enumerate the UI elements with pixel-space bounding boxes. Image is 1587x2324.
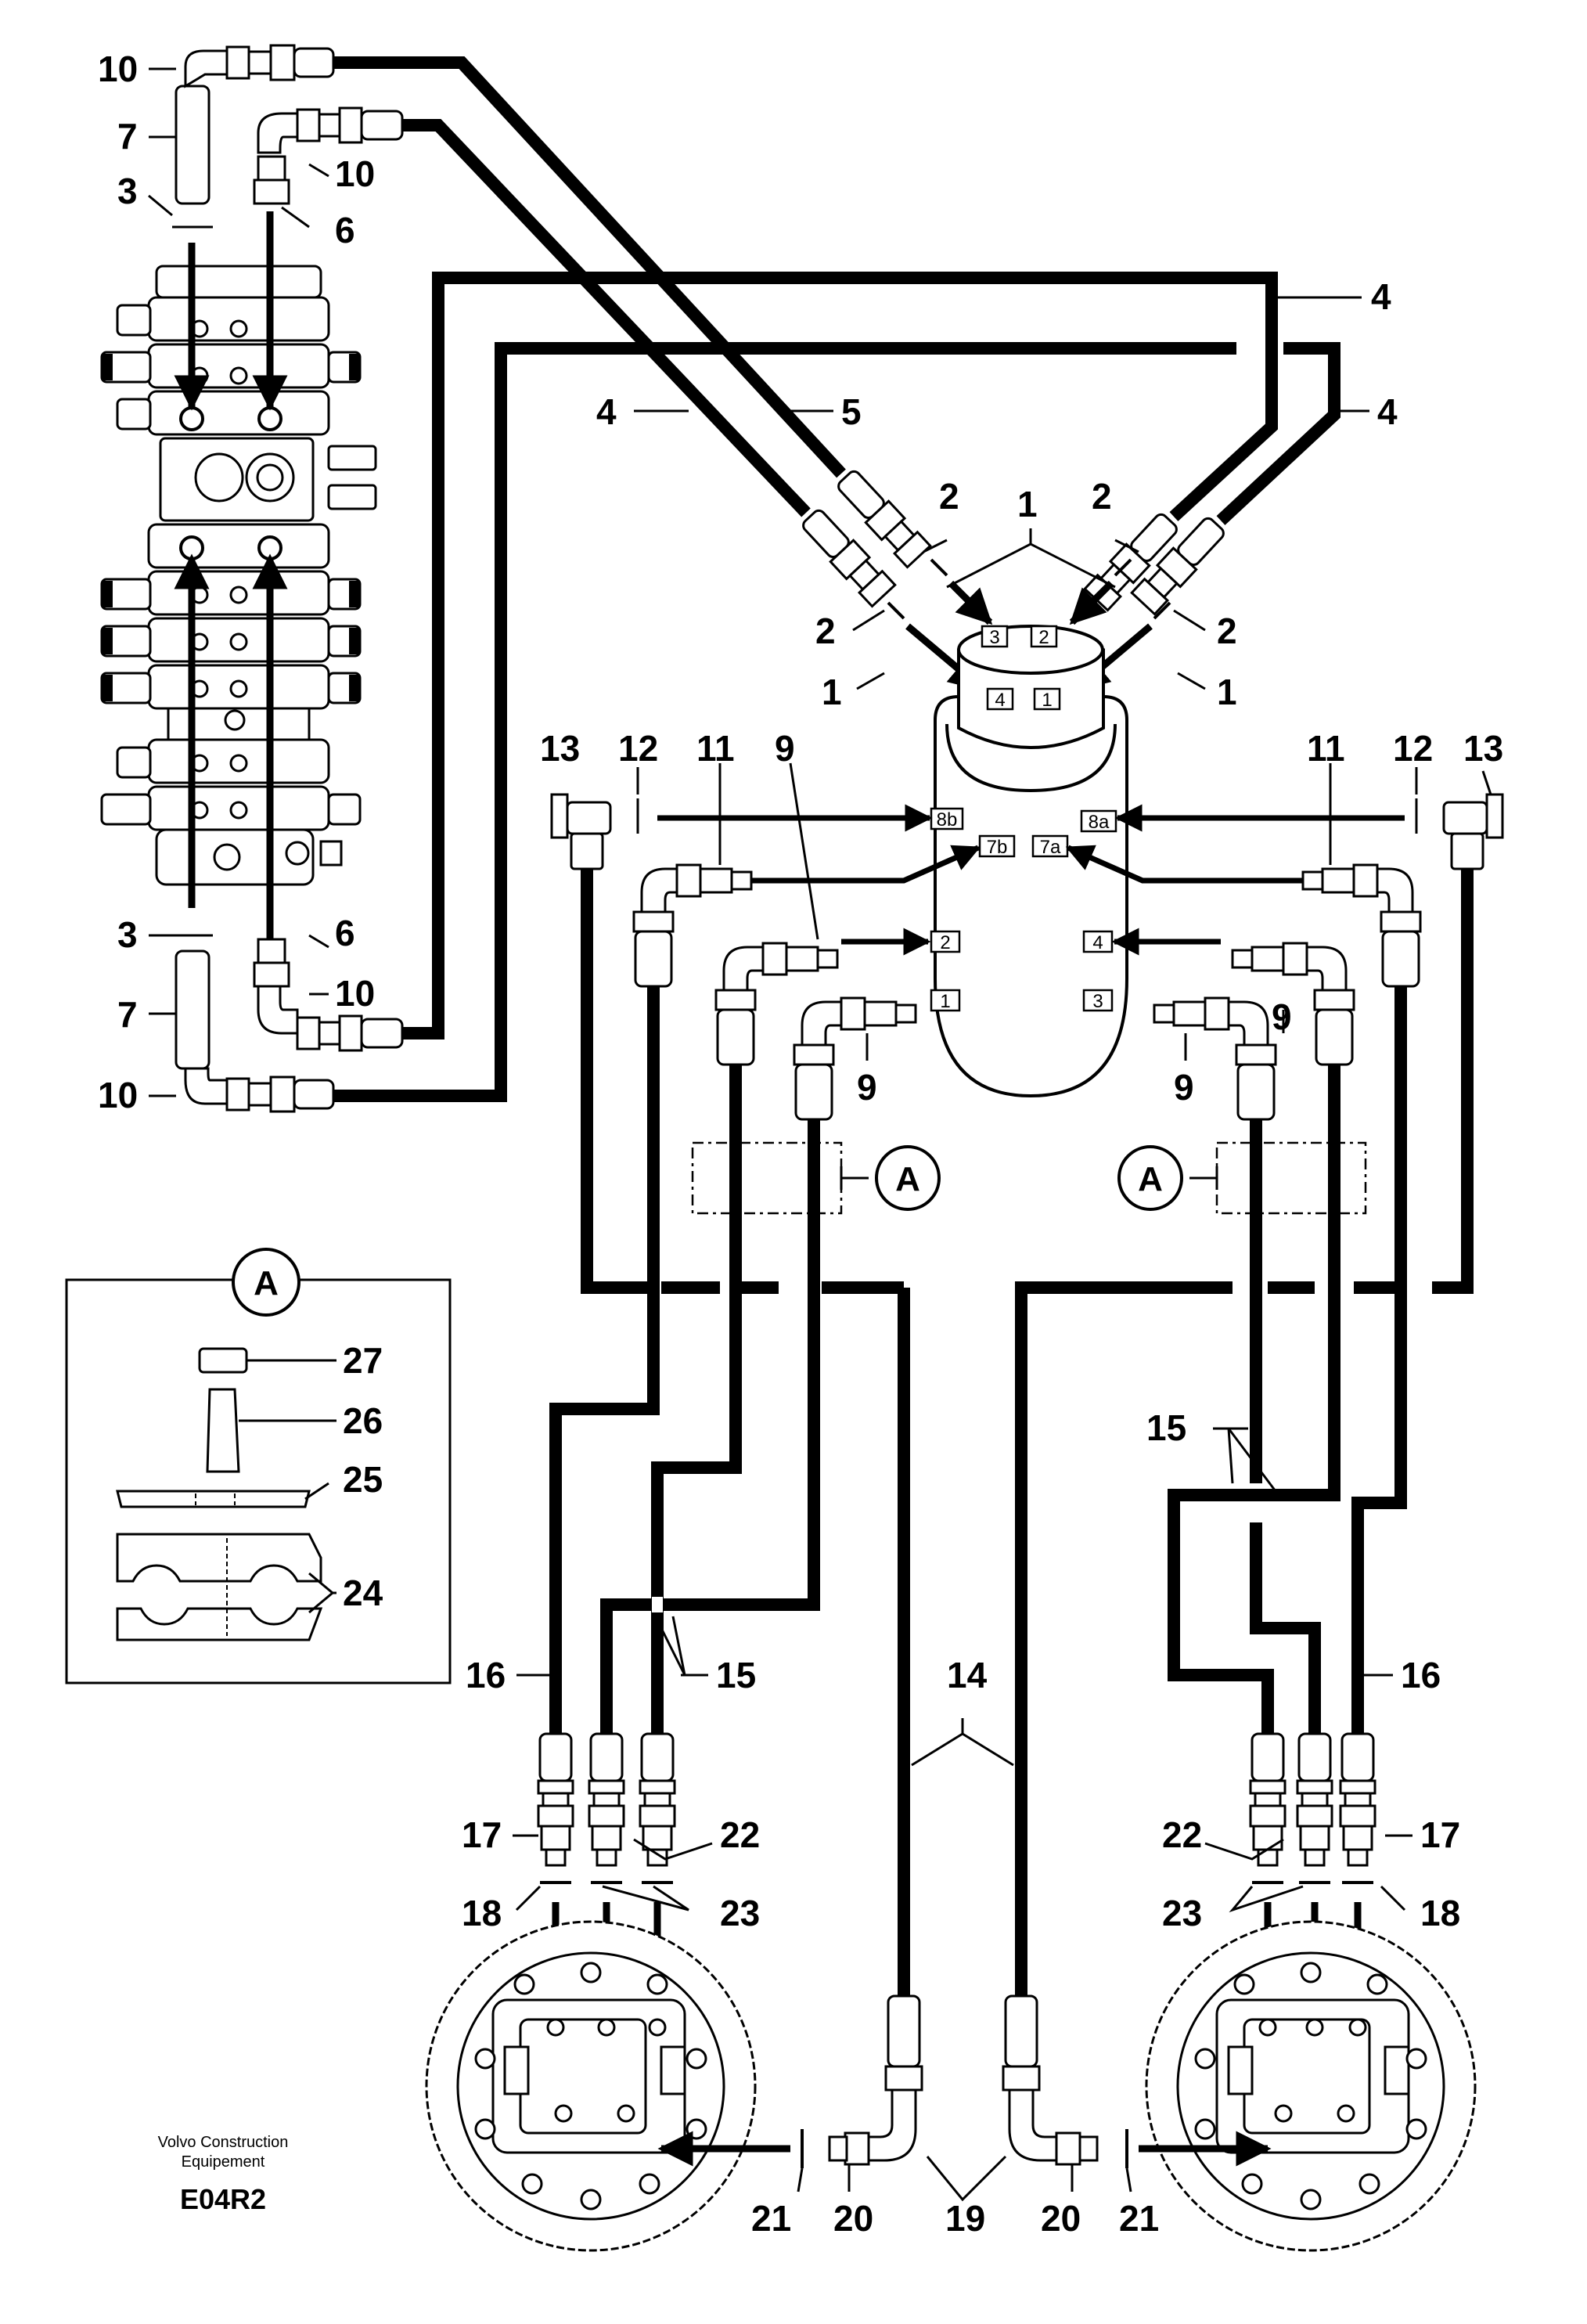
callout-label: 9: [1272, 996, 1292, 1037]
port-label: 7a: [1040, 837, 1061, 858]
control-valve: [100, 265, 377, 886]
callout-label: 10: [98, 1075, 138, 1115]
callout-label: 17: [462, 1814, 502, 1855]
callout-label: 13: [540, 728, 580, 769]
callout-label: 23: [720, 1893, 760, 1933]
callout-label: 22: [1162, 1814, 1202, 1855]
port-label: 8a: [1089, 812, 1110, 833]
callout-label: 20: [833, 2198, 873, 2239]
callout-label: 9: [1174, 1067, 1194, 1108]
detail-a-box: A: [65, 1248, 452, 1684]
callout-label: 10: [335, 153, 375, 194]
callout-label: 5: [841, 391, 862, 432]
port-label: 3: [989, 627, 999, 648]
port-label: 1: [1042, 690, 1052, 711]
callout-label: 18: [462, 1893, 502, 1933]
port-label: 4: [1092, 932, 1103, 953]
callout-label: 18: [1420, 1893, 1460, 1933]
detail-a-title: A: [254, 1264, 279, 1303]
callout-label: 1: [1017, 484, 1038, 524]
port-label: 2: [940, 932, 950, 953]
swivel-joint: [934, 625, 1128, 1098]
callout-label: 16: [466, 1655, 506, 1695]
callout-label: 11: [1307, 728, 1345, 769]
callout-label: 26: [343, 1400, 383, 1441]
detail-marker-left: A: [895, 1160, 920, 1198]
callout-label: 15: [1146, 1407, 1186, 1448]
maker-line-1: Volvo Construction: [158, 2134, 289, 2151]
port-label: 8b: [937, 809, 958, 831]
callout-label: 16: [1401, 1655, 1441, 1695]
port-label: 3: [1092, 991, 1103, 1012]
callout-label: 13: [1463, 728, 1503, 769]
callout-label: 7: [117, 116, 138, 157]
port-label: 2: [1038, 627, 1049, 648]
callout-label: 1: [1217, 672, 1237, 712]
callout-label: 3: [117, 171, 138, 211]
callout-label: 2: [939, 476, 959, 517]
callout-label: 14: [947, 1655, 988, 1695]
callout-label: 12: [1393, 728, 1433, 769]
callout-label: 22: [720, 1814, 760, 1855]
callout-label: 12: [618, 728, 658, 769]
port-label: 4: [995, 690, 1005, 711]
callout-label: 17: [1420, 1814, 1460, 1855]
callout-label: 2: [1217, 611, 1237, 651]
callout-label: 2: [815, 611, 836, 651]
callout-label: 25: [343, 1459, 383, 1500]
port-label: 1: [940, 991, 950, 1012]
callout-label: 10: [98, 49, 138, 89]
callout-label: 4: [596, 391, 617, 432]
callout-label: 7: [117, 994, 138, 1035]
port-label: 7b: [987, 837, 1008, 858]
callout-label: 1: [822, 672, 842, 712]
callout-label: 3: [117, 914, 138, 955]
callout-label: 4: [1371, 276, 1391, 317]
callout-label: 9: [775, 728, 795, 769]
callout-label: 23: [1162, 1893, 1202, 1933]
callout-label: 11: [696, 728, 735, 769]
callout-label: 9: [857, 1067, 877, 1108]
callout-label: 27: [343, 1340, 383, 1381]
callout-label: 24: [343, 1573, 383, 1613]
callout-label: 10: [335, 973, 375, 1014]
detail-marker-right: A: [1138, 1160, 1163, 1198]
callout-label: 6: [335, 913, 355, 953]
callout-label: 20: [1041, 2198, 1081, 2239]
callout-label: 21: [751, 2198, 791, 2239]
callout-label: 6: [335, 210, 355, 250]
travel-motor-left: [425, 1920, 757, 2252]
maker-line-2: Equipement: [182, 2153, 265, 2171]
callout-label: 21: [1119, 2198, 1159, 2239]
callout-label: 2: [1092, 476, 1112, 517]
callout-label: 19: [945, 2198, 985, 2239]
drawing-code: E04R2: [180, 2183, 266, 2215]
callout-label: 15: [716, 1655, 756, 1695]
callout-label: 4: [1377, 391, 1398, 432]
